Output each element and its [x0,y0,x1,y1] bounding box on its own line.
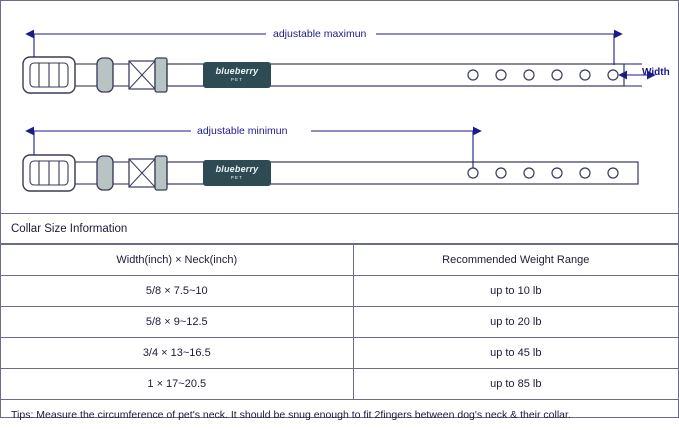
cell-weight-range: up to 10 lb [353,275,678,307]
dimension-width [618,63,656,87]
collar-top [22,56,625,94]
dimension-adjustable-minimum [25,126,482,168]
table-row: 1 × 17~20.5 up to 85 lb [1,368,678,400]
cell-width-neck: 5/8 × 7.5~10 [1,275,354,307]
dimension-adjustable-maximum [25,29,623,65]
cell-weight-range: up to 45 lb [353,337,678,369]
table-row: 5/8 × 9~12.5 up to 20 lb [1,306,678,338]
brand-subtitle: PET [230,175,244,181]
collar-size-table-section: Collar Size Information Width(inch) × Ne… [1,214,678,430]
table-row: 5/8 × 7.5~10 up to 10 lb [1,275,678,307]
cell-weight-range: up to 20 lb [353,306,678,338]
label-adjustable-minimum: adjustable minimun [197,125,288,137]
collar-bottom [22,154,639,192]
collar-diagram: adjustable maximun adjustable minimun Wi… [1,1,678,214]
label-adjustable-maximum: adjustable maximun [273,28,367,40]
cell-width-neck: 5/8 × 9~12.5 [1,306,354,338]
cell-width-neck: 1 × 17~20.5 [1,368,354,400]
table-title: Collar Size Information [1,214,678,244]
label-width: Width [642,67,670,78]
brand-tag-bottom: blueberry PET [203,160,271,186]
column-header-weight-range: Recommended Weight Range [353,244,678,276]
size-chart-page: adjustable maximun adjustable minimun Wi… [0,0,679,421]
brand-tag-top: blueberry PET [203,62,271,88]
brand-name: blueberry [215,164,259,175]
table-row: 3/4 × 13~16.5 up to 45 lb [1,337,678,369]
brand-subtitle: PET [230,77,244,83]
brand-name: blueberry [215,66,259,77]
collar-diagram-svg [22,29,656,192]
cell-weight-range: up to 85 lb [353,368,678,400]
cell-width-neck: 3/4 × 13~16.5 [1,337,354,369]
column-header-width-neck: Width(inch) × Neck(inch) [1,244,354,276]
measurement-tips: Tips: Measure the circumference of pet's… [11,409,571,421]
table-header-row: Width(inch) × Neck(inch) Recommended Wei… [1,244,678,276]
collar-size-table: Width(inch) × Neck(inch) Recommended Wei… [1,244,678,400]
